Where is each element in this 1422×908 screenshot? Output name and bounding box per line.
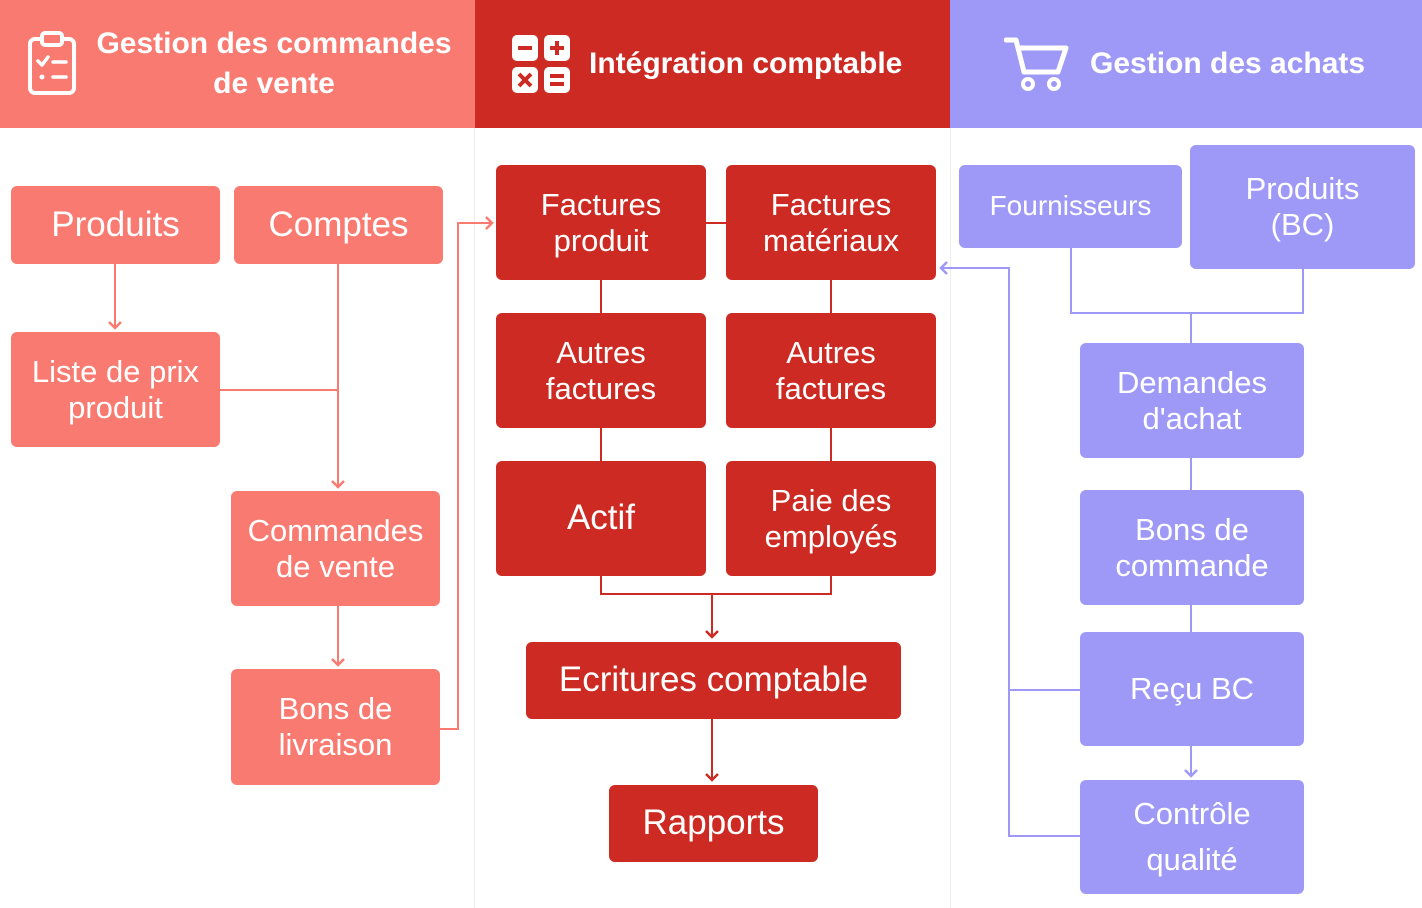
node-label-line1: Autres <box>786 334 876 370</box>
calculator-icon <box>511 34 571 94</box>
node-label-line1: Factures <box>540 186 662 222</box>
node-label: Ecritures comptable <box>558 660 869 700</box>
clipboard-checklist-icon <box>26 29 78 99</box>
sales-header-title-line1: Gestion des commandes <box>96 27 452 60</box>
node-label: Rapports <box>642 803 785 843</box>
accounting-header: Intégration comptable <box>475 0 950 128</box>
shopping-cart-icon <box>1004 34 1070 94</box>
node-journal-entries[interactable]: Ecritures comptable <box>526 642 901 719</box>
node-po-receipt[interactable]: Reçu BC <box>1080 632 1304 746</box>
node-purchase-requests[interactable]: Demandes d'achat <box>1080 343 1304 458</box>
node-label-line2: livraison <box>278 727 393 762</box>
node-label-line2: produit <box>68 389 163 425</box>
node-label-line2: employés <box>764 518 898 554</box>
sales-header: Gestion des commandes de vente <box>0 0 475 128</box>
purchase-header-title: Gestion des achats <box>1090 47 1366 80</box>
node-label-line1: Factures <box>770 186 892 222</box>
node-quality-control[interactable]: Contrôle qualité <box>1080 780 1304 894</box>
node-delivery-notes[interactable]: Bons de livraison <box>231 669 440 785</box>
node-label-line1: Liste de prix <box>31 353 200 389</box>
node-sales-orders[interactable]: Commandes de vente <box>231 491 440 606</box>
node-material-invoices[interactable]: Factures matériaux <box>726 165 936 280</box>
accounting-header-title: Intégration comptable <box>589 47 903 80</box>
node-label: Produits <box>51 204 180 244</box>
node-label-line1: Paie des <box>770 482 892 518</box>
node-label-line2: matériaux <box>762 222 900 258</box>
node-other-invoices-right[interactable]: Autres factures <box>726 313 936 428</box>
node-price-list[interactable]: Liste de prix produit <box>11 332 220 447</box>
node-label-line2: factures <box>545 370 657 406</box>
column-divider-right <box>950 128 951 908</box>
node-label: Reçu BC <box>1129 671 1255 707</box>
node-label-line1: Contrôle <box>1133 795 1251 831</box>
node-label: Actif <box>566 498 636 538</box>
node-label-line2: qualité <box>1146 842 1238 877</box>
node-label-line2: factures <box>775 370 887 406</box>
purchase-header: Gestion des achats <box>950 0 1422 128</box>
node-label-line2: produit <box>553 222 649 258</box>
node-reports[interactable]: Rapports <box>609 785 818 862</box>
sales-header-title: Gestion des commandes de vente <box>94 24 454 104</box>
node-label-line1: Commandes <box>247 512 424 548</box>
node-po-products[interactable]: Produits (BC) <box>1190 145 1415 269</box>
node-label-line2: d'achat <box>1142 400 1242 436</box>
node-other-invoices-left[interactable]: Autres factures <box>496 313 706 428</box>
node-asset[interactable]: Actif <box>496 461 706 576</box>
node-sales-accounts[interactable]: Comptes <box>234 186 443 264</box>
column-divider-left <box>474 128 475 908</box>
node-label-line1: Autres <box>556 334 646 370</box>
node-suppliers[interactable]: Fournisseurs <box>959 165 1182 248</box>
node-sales-products[interactable]: Produits <box>11 186 220 264</box>
node-label-line2: de vente <box>276 548 395 584</box>
node-label-line1: Demandes <box>1117 364 1267 400</box>
node-label-line2: (BC) <box>1270 207 1335 242</box>
node-label-line1: Produits <box>1245 171 1360 207</box>
node-product-invoices[interactable]: Factures produit <box>496 165 706 280</box>
node-purchase-orders[interactable]: Bons de commande <box>1080 490 1304 605</box>
node-label: Fournisseurs <box>989 190 1152 222</box>
node-payroll[interactable]: Paie des employés <box>726 461 936 576</box>
node-label-line1: Bons de <box>278 691 393 727</box>
sales-header-title-line2: de vente <box>213 67 335 100</box>
node-label: Comptes <box>268 204 409 244</box>
node-label-line1: Bons de <box>1135 511 1249 547</box>
node-label-line2: commande <box>1115 547 1269 583</box>
